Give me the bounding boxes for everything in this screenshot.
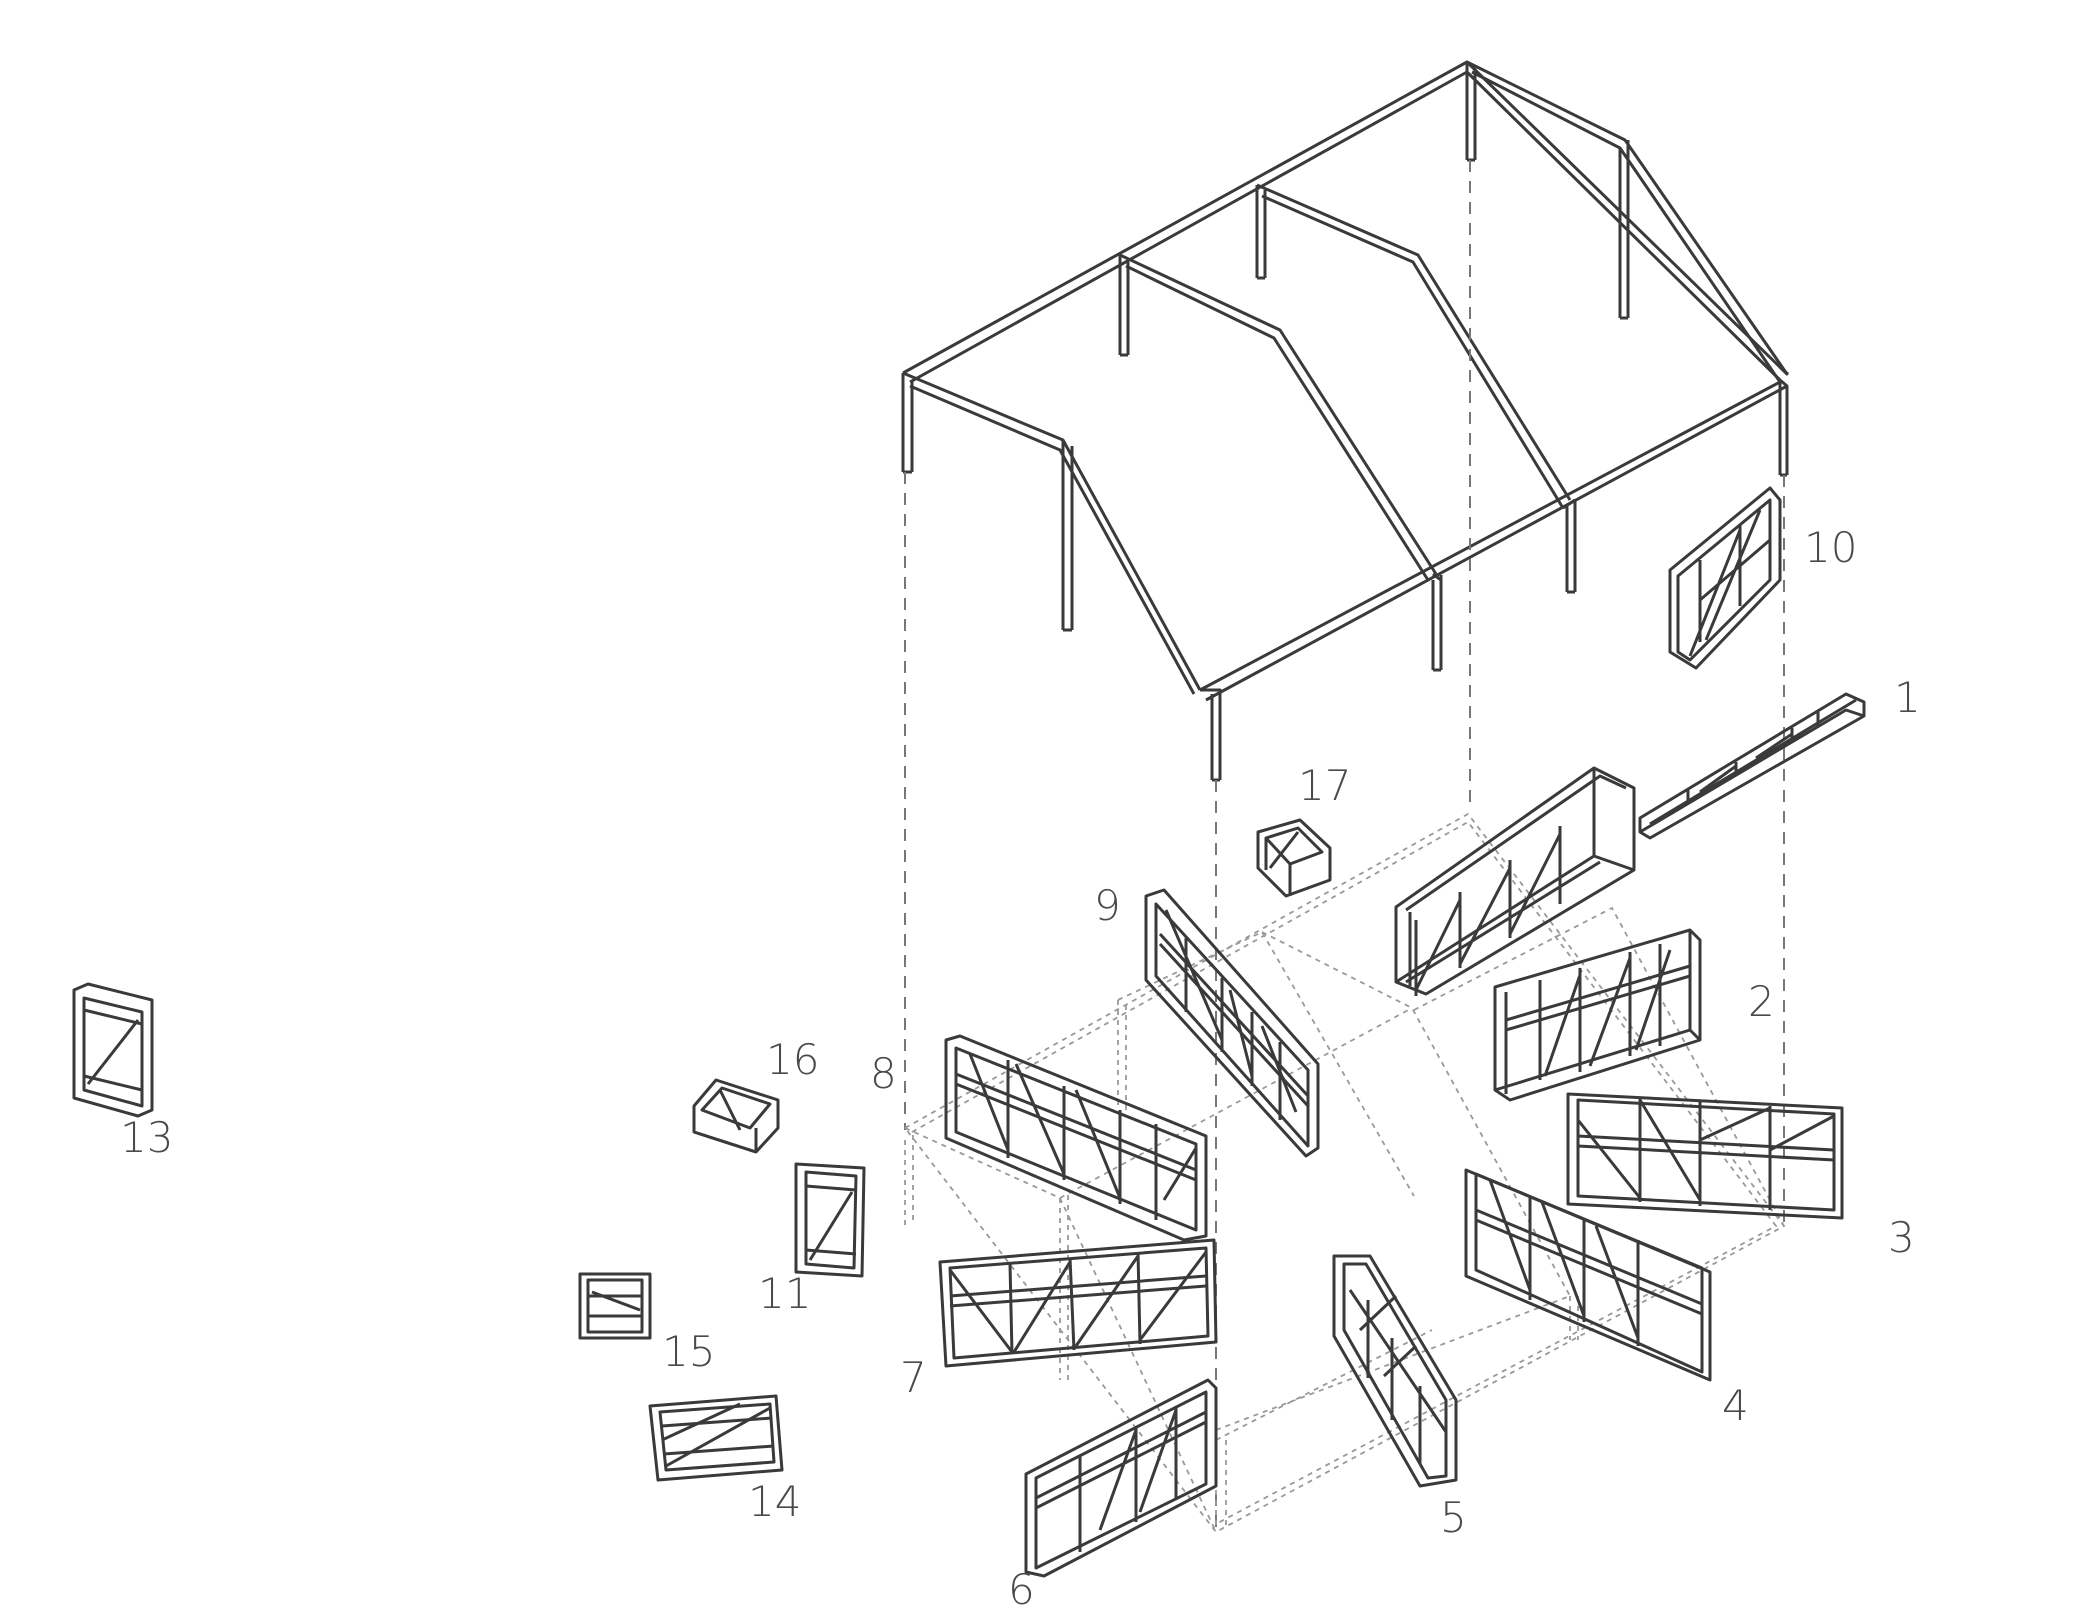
panel-10	[1668, 486, 1782, 670]
label-6: 6	[1008, 1565, 1035, 1606]
panel-3	[1566, 1092, 1844, 1220]
panel-13	[72, 982, 154, 1118]
label-8: 8	[870, 1049, 897, 1098]
panel-9	[1144, 888, 1320, 1158]
label-9: 9	[1094, 881, 1121, 930]
panel-6	[1024, 1378, 1218, 1578]
label-17: 17	[1298, 761, 1351, 810]
panel-8	[944, 1034, 1208, 1242]
label-7: 7	[900, 1353, 927, 1402]
panel-15	[578, 1272, 652, 1340]
panel-1-truss	[1394, 766, 1636, 996]
panel-4	[1464, 1168, 1712, 1382]
panel-11	[794, 1162, 866, 1278]
label-14: 14	[748, 1477, 801, 1526]
label-1: 1	[1894, 673, 1921, 722]
panel-14	[648, 1394, 784, 1482]
panel-2	[1493, 928, 1702, 1102]
label-13: 13	[120, 1113, 173, 1162]
panel-5	[1332, 1254, 1458, 1488]
label-3: 3	[1888, 1213, 1915, 1262]
panel-7	[938, 1238, 1218, 1368]
ground-floor-outline	[903, 812, 1786, 1534]
panel-1	[1638, 692, 1866, 840]
label-16: 16	[766, 1035, 819, 1084]
panel-16	[692, 1078, 780, 1154]
label-10: 10	[1804, 523, 1857, 572]
label-15: 15	[662, 1327, 715, 1376]
panel-17	[1256, 818, 1332, 898]
guide-lines	[904, 160, 1785, 1530]
label-4: 4	[1722, 1381, 1749, 1430]
label-2: 2	[1748, 977, 1775, 1026]
roof-frame	[901, 60, 1789, 782]
panel-labels: 1 2 3 4 5 6 7 8 9 10 11 13 14 15 16 17	[120, 523, 1921, 1606]
label-5: 5	[1440, 1493, 1467, 1542]
label-11: 11	[758, 1269, 811, 1318]
